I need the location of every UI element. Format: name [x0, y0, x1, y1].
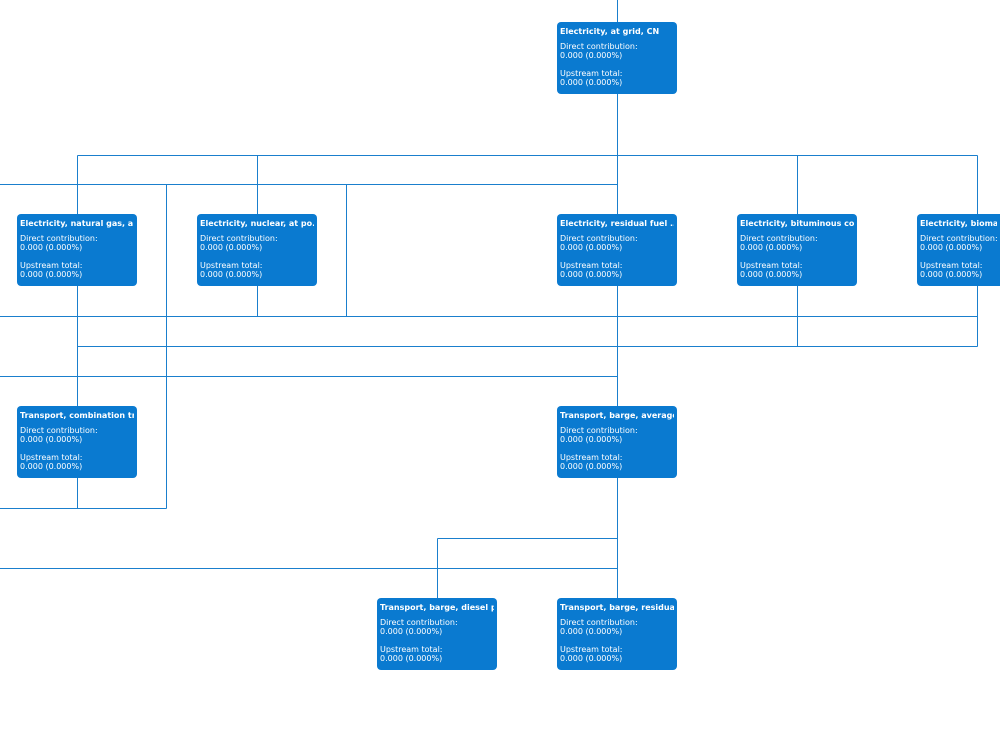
node-upstream-label: Upstream total:: [560, 261, 623, 270]
node-upstream-value: 0.000 (0.000%): [200, 270, 263, 279]
node-direct-value: 0.000 (0.000%): [560, 627, 623, 636]
node-spacer: [20, 252, 134, 261]
node-direct-label: Direct contribution:: [740, 234, 818, 243]
node-spacer: [20, 444, 134, 453]
node-spacer: [560, 60, 674, 69]
node-direct-label: Direct contribution:: [200, 234, 278, 243]
node-spacer: [560, 636, 674, 645]
node-upstream-value: 0.000 (0.000%): [560, 78, 623, 87]
node-title: Electricity, natural gas, a...: [20, 219, 134, 228]
node-title: Transport, combination truc...: [20, 411, 134, 420]
node-spacer: [200, 252, 314, 261]
node-upstream-label: Upstream total:: [560, 645, 623, 654]
node-upstream-label: Upstream total:: [20, 453, 83, 462]
node-spacer: [560, 444, 674, 453]
node-upstream-value: 0.000 (0.000%): [560, 462, 623, 471]
node-direct-label: Direct contribution:: [20, 234, 98, 243]
process-node-natural-gas[interactable]: Electricity, natural gas, a... Direct co…: [17, 214, 137, 286]
node-title: Electricity, biomass, at: [920, 219, 997, 228]
node-direct-value: 0.000 (0.000%): [560, 435, 623, 444]
node-upstream-label: Upstream total:: [380, 645, 443, 654]
node-upstream-value: 0.000 (0.000%): [20, 270, 83, 279]
node-direct-label: Direct contribution:: [20, 426, 98, 435]
process-node-biomass[interactable]: Electricity, biomass, at Direct contribu…: [917, 214, 1000, 286]
node-title: Transport, barge, residual ...: [560, 603, 674, 612]
node-upstream-label: Upstream total:: [20, 261, 83, 270]
node-spacer: [740, 252, 854, 261]
node-upstream-value: 0.000 (0.000%): [920, 270, 983, 279]
node-title: Transport, barge, average f...: [560, 411, 674, 420]
node-title: Transport, barge, diesel po...: [380, 603, 494, 612]
node-title: Electricity, nuclear, at po...: [200, 219, 314, 228]
node-direct-label: Direct contribution:: [560, 42, 638, 51]
node-spacer: [920, 252, 997, 261]
process-node-bituminous-coal[interactable]: Electricity, bituminous coa... Direct co…: [737, 214, 857, 286]
node-upstream-label: Upstream total:: [740, 261, 803, 270]
node-spacer: [380, 636, 494, 645]
process-node-nuclear[interactable]: Electricity, nuclear, at po... Direct co…: [197, 214, 317, 286]
node-title: Electricity, bituminous coa...: [740, 219, 854, 228]
connector-group: [0, 0, 978, 599]
process-node-grid-cn[interactable]: Electricity, at grid, CN Direct contribu…: [557, 22, 677, 94]
process-node-combination-truck[interactable]: Transport, combination truc... Direct co…: [17, 406, 137, 478]
node-direct-label: Direct contribution:: [380, 618, 458, 627]
node-direct-value: 0.000 (0.000%): [380, 627, 443, 636]
node-spacer: [560, 252, 674, 261]
node-direct-label: Direct contribution:: [560, 234, 638, 243]
node-direct-value: 0.000 (0.000%): [20, 435, 83, 444]
process-node-barge-average[interactable]: Transport, barge, average f... Direct co…: [557, 406, 677, 478]
node-upstream-label: Upstream total:: [920, 261, 983, 270]
node-upstream-value: 0.000 (0.000%): [740, 270, 803, 279]
node-upstream-value: 0.000 (0.000%): [560, 270, 623, 279]
node-title: Electricity, residual fuel ...: [560, 219, 674, 228]
node-upstream-label: Upstream total:: [560, 453, 623, 462]
node-direct-label: Direct contribution:: [920, 234, 998, 243]
node-direct-value: 0.000 (0.000%): [920, 243, 983, 252]
node-upstream-value: 0.000 (0.000%): [380, 654, 443, 663]
process-node-barge-residual[interactable]: Transport, barge, residual ... Direct co…: [557, 598, 677, 670]
node-direct-value: 0.000 (0.000%): [560, 243, 623, 252]
node-upstream-label: Upstream total:: [560, 69, 623, 78]
node-direct-value: 0.000 (0.000%): [740, 243, 803, 252]
node-upstream-value: 0.000 (0.000%): [20, 462, 83, 471]
node-title: Electricity, at grid, CN: [560, 27, 660, 36]
node-direct-value: 0.000 (0.000%): [20, 243, 83, 252]
node-direct-value: 0.000 (0.000%): [200, 243, 263, 252]
node-direct-label: Direct contribution:: [560, 618, 638, 627]
node-upstream-label: Upstream total:: [200, 261, 263, 270]
process-node-residual-fuel[interactable]: Electricity, residual fuel ... Direct co…: [557, 214, 677, 286]
node-upstream-value: 0.000 (0.000%): [560, 654, 623, 663]
node-direct-value: 0.000 (0.000%): [560, 51, 623, 60]
node-direct-label: Direct contribution:: [560, 426, 638, 435]
process-node-barge-diesel[interactable]: Transport, barge, diesel po... Direct co…: [377, 598, 497, 670]
